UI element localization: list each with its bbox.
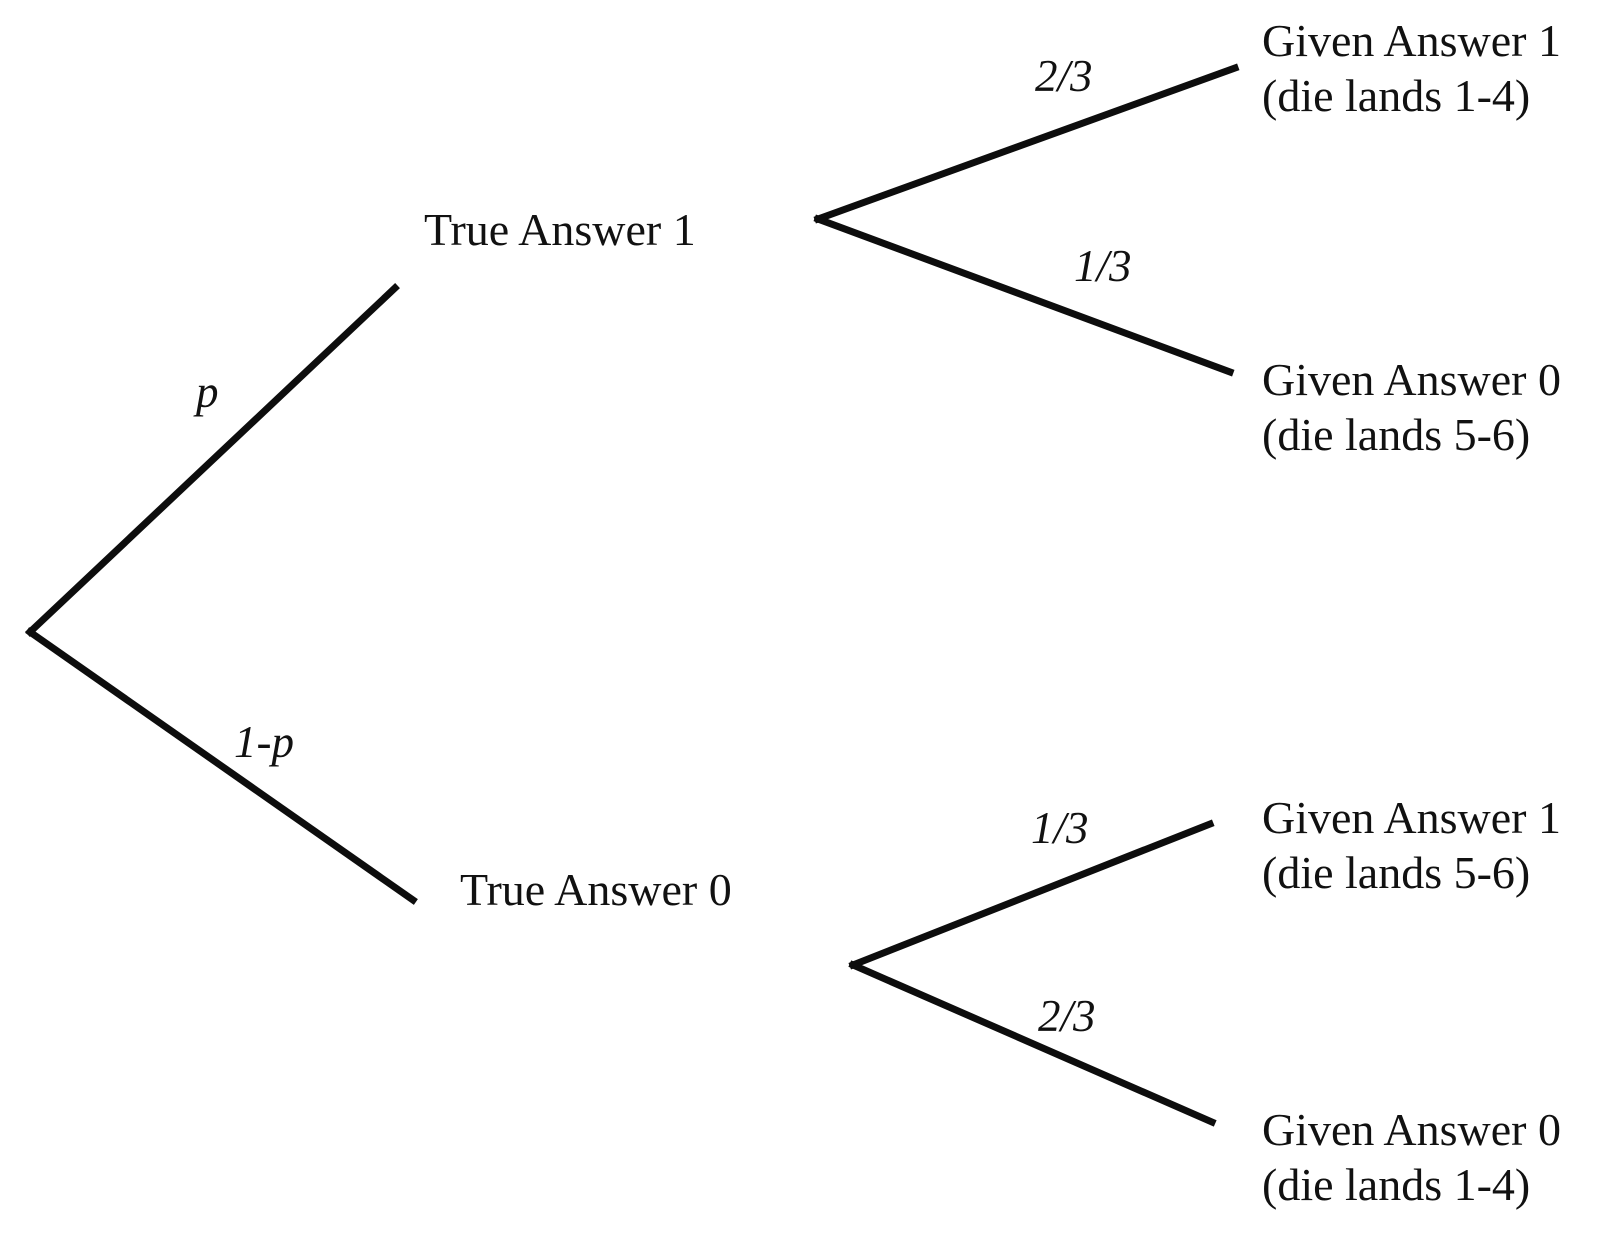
leaf-label-t0-given-0: Given Answer 0 (die lands 1-4) bbox=[1262, 1103, 1561, 1212]
leaf-line-2: (die lands 5-6) bbox=[1262, 846, 1531, 898]
leaf-line-2: (die lands 1-4) bbox=[1262, 1158, 1531, 1210]
edge-label-two-thirds-lower: 2/3 bbox=[1038, 991, 1096, 1041]
branch-line-true0-to-given1 bbox=[848, 819, 1215, 970]
edge-label-one-third-lower: 1/3 bbox=[1031, 803, 1089, 853]
edge-label-p: p bbox=[196, 367, 219, 417]
branch-line-true1-to-given1 bbox=[813, 63, 1240, 224]
leaf-line-1: Given Answer 1 bbox=[1262, 792, 1561, 843]
edge-label-two-thirds-upper: 2/3 bbox=[1035, 51, 1093, 101]
leaf-label-t1-given-1: Given Answer 1 (die lands 1-4) bbox=[1262, 14, 1561, 123]
leaf-line-2: (die lands 5-6) bbox=[1262, 408, 1531, 460]
branch-line-root-to-true-answer-0 bbox=[25, 627, 418, 905]
leaf-line-1: Given Answer 0 bbox=[1262, 1104, 1561, 1155]
branch-line-true1-to-given0 bbox=[813, 214, 1235, 377]
leaf-label-t1-given-0: Given Answer 0 (die lands 5-6) bbox=[1262, 353, 1561, 462]
edge-label-one-third-upper: 1/3 bbox=[1074, 241, 1132, 291]
branch-line-true0-to-given0 bbox=[848, 960, 1217, 1127]
leaf-label-t0-given-1: Given Answer 1 (die lands 5-6) bbox=[1262, 791, 1561, 900]
edge-label-1-minus-p: 1-p bbox=[234, 717, 294, 767]
node-label-true-answer-1: True Answer 1 bbox=[424, 204, 696, 255]
leaf-line-2: (die lands 1-4) bbox=[1262, 69, 1531, 121]
branch-line-root-to-true-answer-1 bbox=[25, 283, 400, 637]
leaf-line-1: Given Answer 1 bbox=[1262, 15, 1561, 66]
leaf-line-1: Given Answer 0 bbox=[1262, 354, 1561, 405]
node-label-true-answer-0: True Answer 0 bbox=[460, 864, 732, 915]
